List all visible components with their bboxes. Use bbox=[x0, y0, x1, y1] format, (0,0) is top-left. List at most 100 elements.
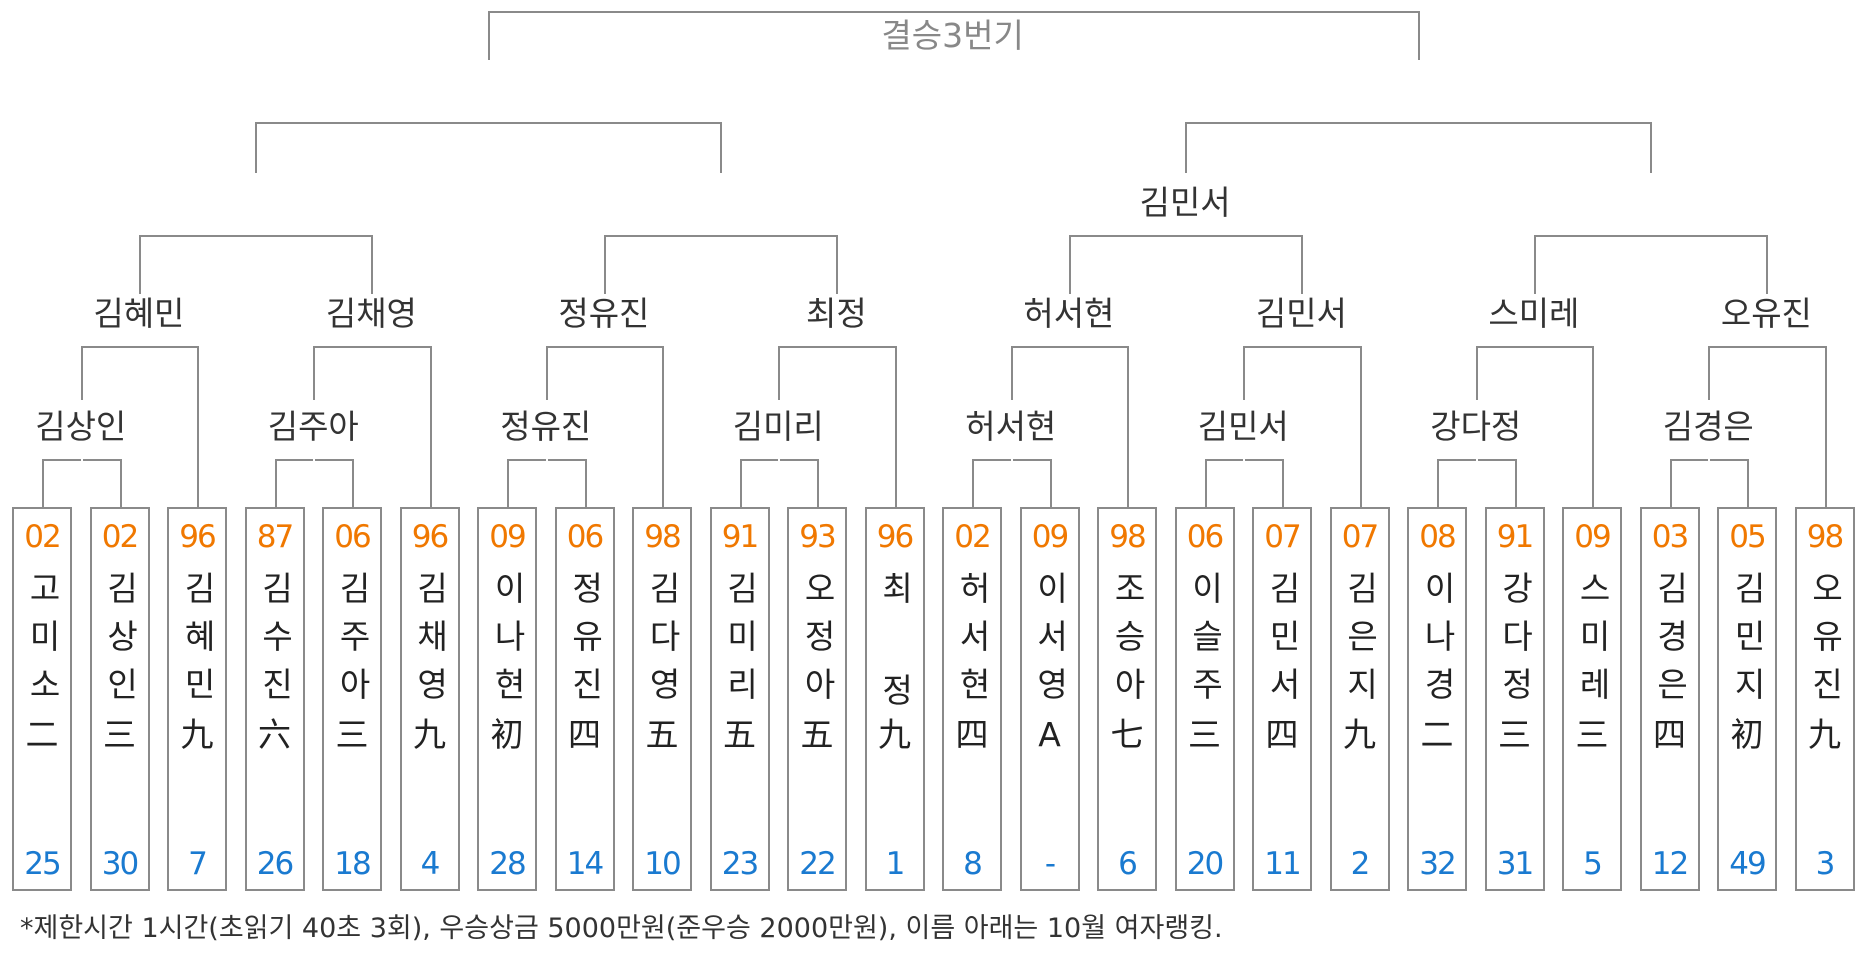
ranking: 30 bbox=[101, 846, 139, 882]
ranking: 12 bbox=[1651, 846, 1689, 882]
bracket-line bbox=[836, 235, 839, 294]
round2-winner: 스미레 bbox=[1488, 294, 1580, 333]
bracket-line bbox=[1437, 459, 1439, 507]
birth-year: 91 bbox=[1496, 519, 1534, 555]
player-name: 김채영 bbox=[410, 571, 450, 715]
round1-winner: 김상인 bbox=[35, 407, 127, 446]
player-name: 김미리 bbox=[720, 571, 760, 715]
bracket-line bbox=[1592, 346, 1594, 507]
bracket-line bbox=[138, 235, 141, 294]
bracket-line bbox=[1669, 459, 1672, 507]
bracket-line bbox=[429, 346, 432, 507]
label-gap bbox=[545, 400, 548, 507]
ranking: 25 bbox=[24, 846, 61, 882]
player-grade: 初 bbox=[490, 715, 524, 754]
player-grade: 九 bbox=[413, 715, 446, 754]
bracket-line bbox=[1766, 235, 1769, 294]
ranking: 10 bbox=[644, 846, 681, 882]
player-name: 이나현 bbox=[488, 571, 527, 715]
player-grade: A bbox=[1038, 715, 1061, 754]
birth-year: 06 bbox=[334, 519, 371, 555]
birth-year: 96 bbox=[876, 519, 914, 555]
ranking: 28 bbox=[489, 846, 526, 882]
birth-year: 03 bbox=[1651, 519, 1689, 555]
bracket-line bbox=[1824, 346, 1827, 507]
birth-year: 93 bbox=[799, 519, 836, 555]
bracket-line bbox=[972, 459, 974, 507]
player-grade: 三 bbox=[1498, 715, 1531, 754]
player-name: 정유진 bbox=[565, 571, 605, 715]
bracket-line bbox=[739, 459, 742, 507]
label-gap bbox=[778, 400, 781, 507]
player-grade: 二 bbox=[25, 715, 59, 754]
player-grade: 九 bbox=[1343, 715, 1376, 754]
round2-winner: 김혜민 bbox=[93, 294, 185, 333]
round1-winner: 허서현 bbox=[965, 407, 1057, 446]
player-name: 허서현 bbox=[953, 571, 992, 715]
player-grade: 三 bbox=[335, 715, 369, 754]
bracket-line bbox=[1068, 235, 1071, 294]
ranking: 1 bbox=[885, 846, 906, 882]
player-grade: 初 bbox=[1730, 715, 1764, 754]
player-name: 김혜민 bbox=[178, 571, 217, 715]
round2-winner: 오유진 bbox=[1720, 294, 1812, 333]
birth-year: 02 bbox=[101, 519, 139, 555]
bracket-line bbox=[1127, 346, 1129, 507]
player-grade: 四 bbox=[1265, 715, 1299, 754]
label-gap bbox=[1708, 400, 1711, 507]
bracket-line bbox=[371, 235, 374, 294]
player-name: 스미레 bbox=[1573, 571, 1612, 715]
birth-year: 91 bbox=[721, 519, 759, 555]
ranking: 4 bbox=[420, 846, 441, 882]
round1-winner: 강다정 bbox=[1430, 407, 1522, 446]
bracket-line bbox=[1708, 346, 1827, 348]
player-name: 김민지 bbox=[1728, 571, 1767, 715]
bracket-line bbox=[313, 346, 432, 348]
bracket-line bbox=[255, 122, 258, 173]
player-name: 김주아 bbox=[333, 571, 372, 715]
player-grade: 九 bbox=[1808, 715, 1841, 754]
player-grade: 六 bbox=[258, 715, 291, 754]
birth-year: 09 bbox=[1031, 519, 1069, 555]
birth-year: 09 bbox=[489, 519, 526, 555]
bracket-line bbox=[1049, 459, 1052, 507]
bracket-line bbox=[894, 346, 897, 507]
player-name: 강다정 bbox=[1495, 571, 1535, 715]
bracket-line bbox=[1650, 122, 1653, 173]
ranking: 8 bbox=[963, 846, 983, 882]
label-gap bbox=[1475, 400, 1478, 507]
bracket-line bbox=[119, 459, 122, 507]
bracket-line bbox=[1417, 11, 1420, 60]
round3-winner: 김민서 bbox=[1139, 183, 1231, 222]
birth-year: 08 bbox=[1419, 519, 1456, 555]
ranking: 14 bbox=[566, 846, 604, 882]
birth-year: 02 bbox=[954, 519, 991, 555]
ranking: 7 bbox=[188, 846, 208, 882]
round2-winner: 김채영 bbox=[325, 294, 417, 333]
player-grade: 四 bbox=[1653, 715, 1686, 754]
birth-year: 96 bbox=[411, 519, 449, 555]
birth-year: 96 bbox=[179, 519, 216, 555]
player-grade: 九 bbox=[180, 715, 214, 754]
bracket-line bbox=[584, 459, 587, 507]
player-grade: 二 bbox=[1420, 715, 1454, 754]
bracket-line bbox=[487, 11, 490, 60]
bracket-line bbox=[1185, 122, 1653, 124]
birth-year: 06 bbox=[1186, 519, 1224, 555]
